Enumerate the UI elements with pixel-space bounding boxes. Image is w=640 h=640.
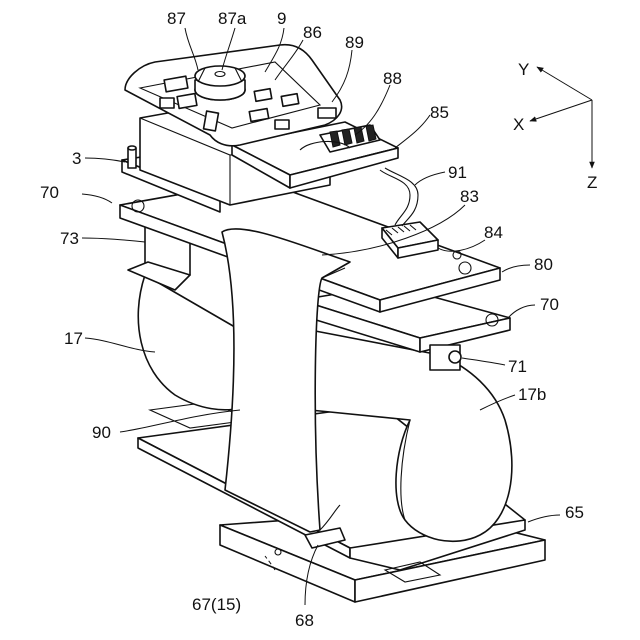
label-73: 73 [60,229,79,248]
label-17: 17 [64,329,83,348]
axis-y-label: Y [518,60,529,79]
label-3: 3 [72,149,81,168]
axis-z-label: Z [587,173,597,192]
label-89: 89 [345,33,364,52]
label-70-upper: 70 [40,183,59,202]
label-68: 68 [295,611,314,630]
label-91: 91 [448,163,467,182]
label-67: 67(15) [192,595,241,614]
label-65: 65 [565,503,584,522]
label-90: 90 [92,423,111,442]
label-84: 84 [484,223,503,242]
coordinate-axes: Y X Z [513,60,597,192]
label-71: 71 [508,357,527,376]
label-17b: 17b [518,385,546,404]
label-70-lower: 70 [540,295,559,314]
label-9: 9 [277,9,286,28]
label-86: 86 [303,23,322,42]
label-88: 88 [383,69,402,88]
coil-17 [138,275,240,410]
label-87: 87 [167,9,186,28]
label-83: 83 [460,187,479,206]
label-80: 80 [534,255,553,274]
wiring-board-80 [380,168,438,258]
label-85: 85 [430,103,449,122]
label-87a: 87a [218,9,247,28]
axis-x-label: X [513,115,524,134]
